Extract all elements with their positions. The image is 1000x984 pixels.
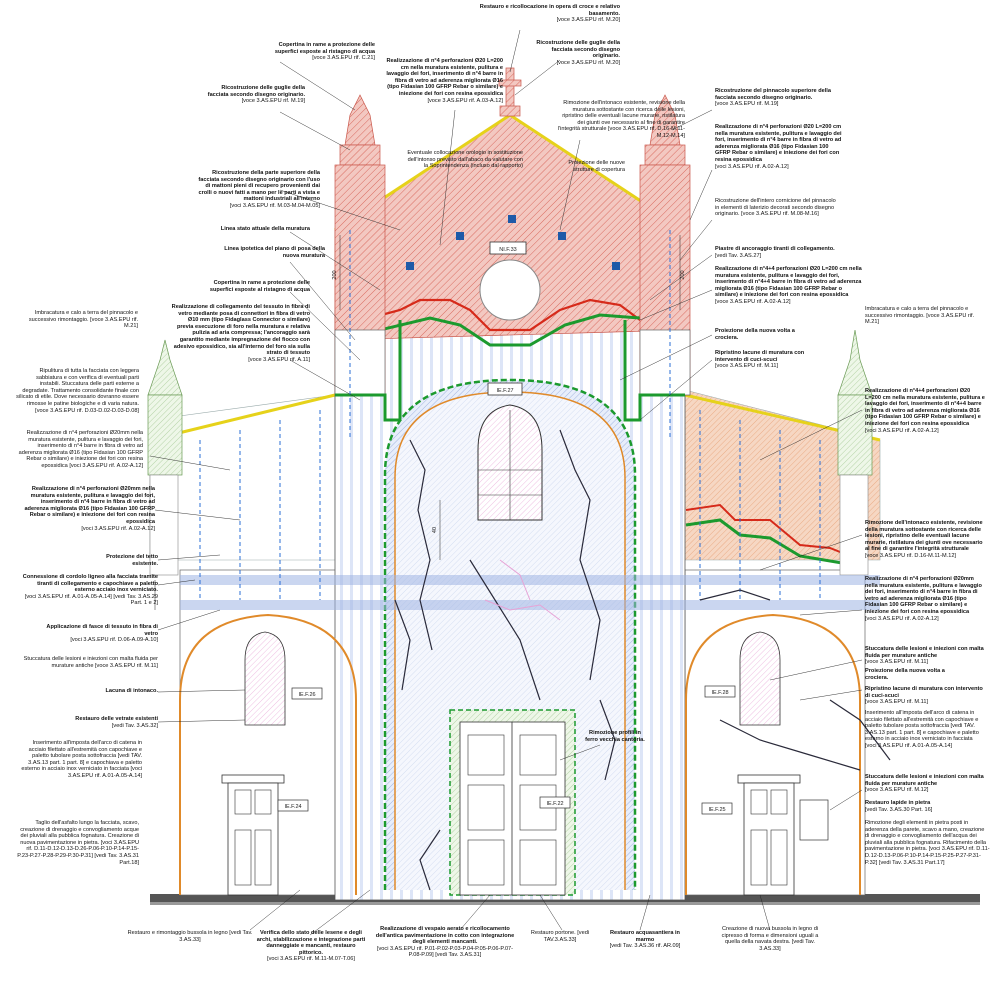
label-bottom-5: Restauro acquasantiera in marmo[vedi Tav… xyxy=(609,930,681,950)
right-spire xyxy=(639,94,691,396)
central-window-tag: IE.F.27 xyxy=(496,388,513,394)
label-left-1: Copertina in rame a protezione delle sup… xyxy=(274,42,375,62)
tie-rod-lines xyxy=(199,230,821,600)
label-right-5: Realizzazione di n°4+4 perforazioni Ø20 … xyxy=(715,266,862,305)
right-window-tag: IE.F.28 xyxy=(711,690,728,696)
right-side-pinnacle xyxy=(837,329,873,576)
clock-tag: NI.F.33 xyxy=(499,247,516,253)
label-right-18: Rimozione degli elementi in pietra posti… xyxy=(865,820,990,866)
label-right-15: Inserimento all'imposta dell'arco di cat… xyxy=(865,710,979,749)
dim-200-left: 200 xyxy=(332,270,338,279)
label-left-9: Ripulitura di tutta la facciata con legg… xyxy=(16,368,139,414)
label-right-11: Realizzazione di n°4 perforazioni Ø20mm … xyxy=(865,576,982,622)
leader-lines xyxy=(149,29,863,936)
clock-opening xyxy=(479,259,541,321)
left-door xyxy=(221,774,285,896)
right-arch xyxy=(685,613,861,895)
left-window xyxy=(244,631,286,726)
label-right-13: Proiezione della nuova volta a crociera. xyxy=(865,668,945,681)
right-aisle-red-line xyxy=(685,503,861,561)
right-aisle-green-line xyxy=(685,518,861,568)
label-top-3: Realizzazione di n°4 perforazioni Ø20 L=… xyxy=(386,58,503,104)
label-left-16: Lacuna di intonaco. xyxy=(105,688,158,694)
ground-line xyxy=(150,902,980,905)
label-left-11: Realizzazione di n°4 perforazioni Ø20mm … xyxy=(24,486,155,532)
label-top-6: Proiezione delle nuove strutture di cope… xyxy=(568,160,625,173)
central-door-tag: IE.F.22 xyxy=(546,801,563,807)
label-left-8: Imbracatura e calo a terra del pinnacolo… xyxy=(28,310,138,330)
left-door-tag: IE.F.24 xyxy=(284,804,301,810)
repairs-pink xyxy=(484,559,561,621)
label-right-3: Ricostruzione dell'intero cornicione del… xyxy=(715,198,836,218)
right-door-tag: IE.F.25 xyxy=(708,807,725,813)
label-right-1: Ricostruzione del pinnacolo superiore de… xyxy=(715,88,831,108)
label-center-cantoria: Rimozione profili in ferro vecchia canto… xyxy=(585,730,645,743)
dim-40: 40 xyxy=(432,527,438,533)
label-left-19: Taglio dell'asfalto lungo la facciata, s… xyxy=(17,820,139,866)
stone-plaque xyxy=(799,799,829,841)
label-right-10: Rimozione dell'intonaco esistente, revis… xyxy=(865,520,983,559)
label-bottom-6: Creazione di nuova bussola in legno di c… xyxy=(721,926,819,952)
label-left-13: Connessione di cordolo ligneo alla facci… xyxy=(22,574,158,607)
label-top-2: Ricostruzione delle guglie della facciat… xyxy=(536,40,620,66)
label-left-17: Restauro delle vetrate esistenti[vedi Ta… xyxy=(75,716,158,729)
left-side-pinnacle xyxy=(147,339,183,576)
label-bottom-3: Realizzazione di vespaio aerato e ricoll… xyxy=(375,926,515,959)
label-top-1: Restauro e ricollocazione in opera di cr… xyxy=(479,4,620,24)
label-right-7: Ripristino lacune di muratura con interv… xyxy=(715,350,805,370)
left-window-tag: IE.F.26 xyxy=(298,692,315,698)
label-left-10: Realizzazione di n°4 perforazioni Ø20mm … xyxy=(18,430,143,469)
label-bottom-2: Verifica dello stato delle lesene e degl… xyxy=(256,930,366,963)
label-right-8: Imbracatura e calo a terra del pinnacolo… xyxy=(865,306,975,326)
label-left-3: Ricostruzione della parte superiore dell… xyxy=(198,170,320,209)
label-top-5: Eventuale collocazione orologio in sosti… xyxy=(407,150,523,170)
label-left-4: Linea stato attuale della muratura xyxy=(220,226,310,232)
label-left-6: Copertina in rame a protezione delle sup… xyxy=(209,280,310,293)
right-door xyxy=(737,774,801,896)
label-right-9: Realizzazione di n°4+4 perforazioni Ø20 … xyxy=(865,388,985,434)
fiber-band-2 xyxy=(180,600,880,610)
right-window xyxy=(739,631,781,726)
label-right-12: Stuccatura delle lesioni e iniezioni con… xyxy=(865,646,984,666)
clock-tag-box xyxy=(489,241,527,255)
label-right-14: Ripristino lacune di muratura con interv… xyxy=(865,686,983,706)
label-left-15: Stuccatura delle lesioni e iniezioni con… xyxy=(23,656,158,669)
cracks xyxy=(394,429,891,891)
label-left-7: Realizzazione di collegamento del tessut… xyxy=(171,304,310,363)
label-left-12: Protezione del tetto esistente. xyxy=(106,554,158,567)
fiber-band-1 xyxy=(180,575,880,585)
label-right-2: Realizzazione di n°4 perforazioni Ø20 L=… xyxy=(715,124,842,170)
left-spire xyxy=(334,94,386,396)
top-cross xyxy=(498,67,522,117)
label-bottom-4: Restauro portone. [vedi TAV.3.AS.33] xyxy=(530,930,590,943)
label-left-14: Applicazione di fasce di tessuto in fibr… xyxy=(46,624,158,644)
left-green-outline xyxy=(335,320,402,422)
left-arch xyxy=(179,613,357,895)
label-right-4: Piastre di ancoraggio tiranti di collega… xyxy=(715,246,835,259)
dim-200-right: 200 xyxy=(680,270,686,279)
label-left-5: Linea ipotetica del piano di posa della … xyxy=(224,246,325,259)
label-left-2: Ricostruzione delle guglie della facciat… xyxy=(207,85,305,105)
label-right-17: Restauro lapide in pietra[vedi Tav. 3.AS… xyxy=(865,800,933,813)
label-right-16: Stuccatura delle lesioni e iniezioni con… xyxy=(865,774,984,794)
label-left-18: Inserimento all'imposta dell'arco di cat… xyxy=(21,740,142,779)
label-right-6: Proiezione della nuova volta a crociera. xyxy=(715,328,795,341)
label-top-4: Rimozione dell'intonaco esistente, revis… xyxy=(557,100,685,139)
label-bottom-1: Restauro e rimontaggio bussola in legno … xyxy=(127,930,253,943)
dimension-marks xyxy=(154,235,681,610)
